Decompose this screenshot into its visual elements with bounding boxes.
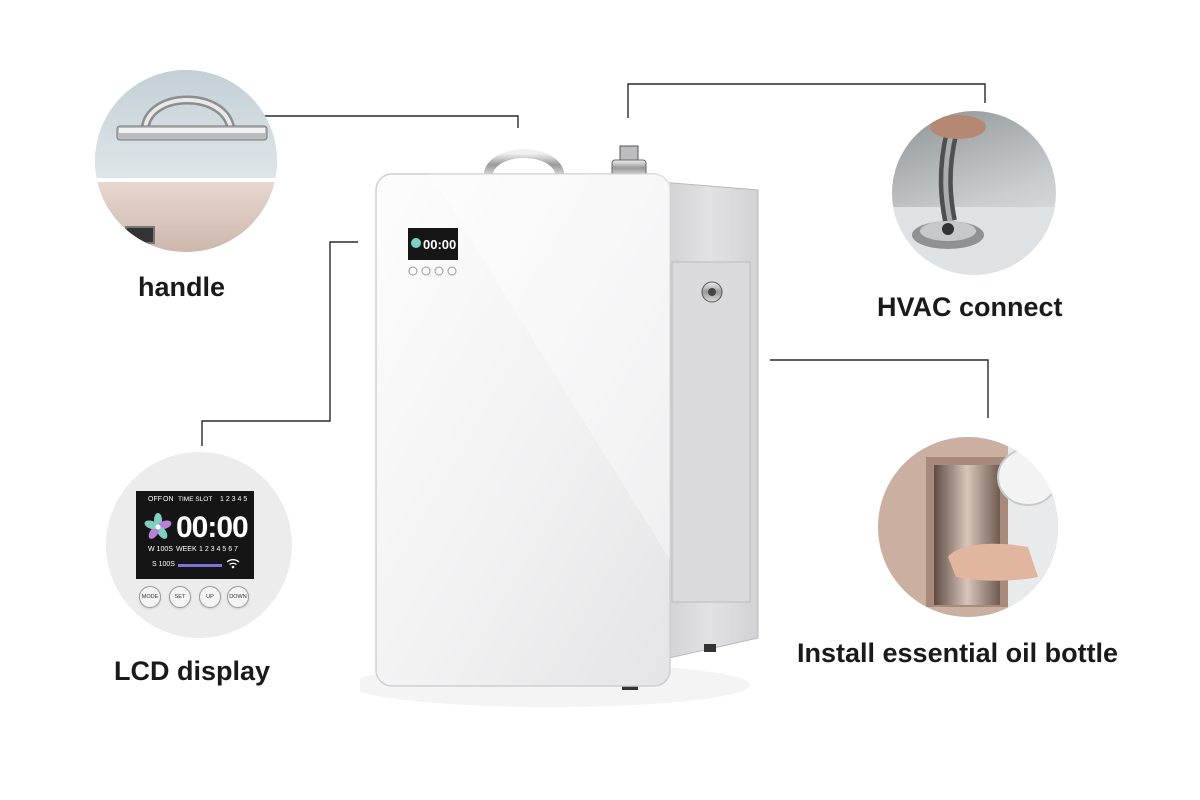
svg-text:00:00: 00:00 <box>423 237 456 252</box>
fan-icon <box>144 513 172 539</box>
lcd-on-label: ON <box>163 496 174 503</box>
lcd-leader-line <box>201 241 358 446</box>
lcd-slot-numbers: 1 2 3 4 5 <box>220 496 248 503</box>
oil-bottle-install-photo <box>878 437 1058 617</box>
oil-bottle-caption: Install essential oil bottle <box>797 638 1119 668</box>
lock-icon <box>701 281 723 303</box>
lcd-display-closeup: OFF ON TIME SLOT 1 2 3 4 5 00:00 W 100S … <box>106 452 292 638</box>
up-button[interactable]: UP <box>199 586 221 608</box>
set-button[interactable]: SET <box>169 586 191 608</box>
down-button[interactable]: DOWN <box>227 586 249 608</box>
handle-leader-line <box>263 115 519 128</box>
handle-icon <box>483 149 565 181</box>
lcd-timeslot-label: TIME SLOT <box>178 496 213 503</box>
lcd-stop-label: S 100S <box>152 561 175 568</box>
lcd-screen: OFF ON TIME SLOT 1 2 3 4 5 00:00 W 100S … <box>136 491 254 579</box>
diffuser-machine: 00:00 <box>360 145 759 707</box>
wifi-icon <box>226 559 240 569</box>
lcd-progress-bar <box>178 564 222 567</box>
lcd-display-caption: LCD display <box>114 656 271 686</box>
handle-caption: handle <box>138 272 226 302</box>
lcd-off-label: OFF <box>148 496 162 503</box>
hvac-leader-line <box>627 83 986 118</box>
lcd-week-days: 1 2 3 4 5 6 7 <box>199 546 238 553</box>
hvac-connect-caption: HVAC connect <box>877 292 1063 322</box>
lcd-week-label: WEEK <box>176 546 197 553</box>
mode-button[interactable]: MODE <box>139 586 161 608</box>
bottle-leader-line <box>770 359 989 418</box>
handle-detail-photo <box>95 70 277 252</box>
lcd-work-label: W 100S <box>148 546 173 553</box>
connector-icon <box>611 145 647 177</box>
lcd-time-readout: 00:00 <box>176 511 249 544</box>
hvac-connect-photo <box>892 111 1056 275</box>
